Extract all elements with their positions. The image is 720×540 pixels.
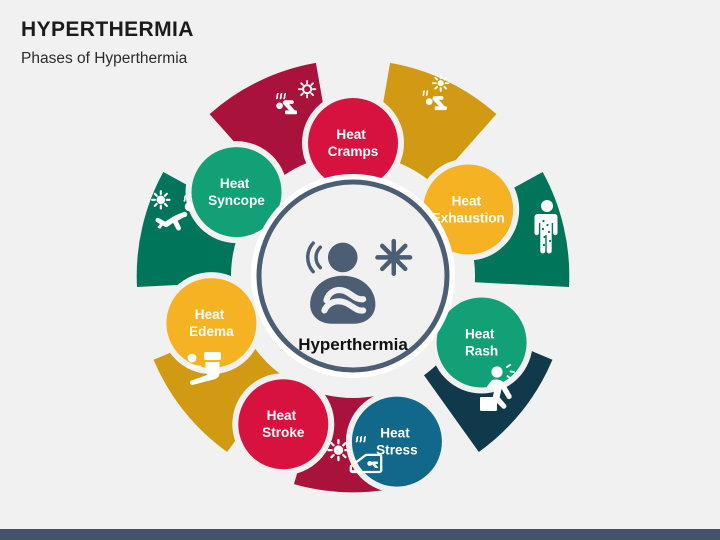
- bubble-heat-cramps[interactable]: Heat Cramps: [302, 92, 404, 194]
- bottom-accent-bar: [0, 529, 720, 540]
- bubble-label-heat-cramps: Heat Cramps: [328, 127, 379, 159]
- swollen-leg-foot-icon: [186, 352, 221, 386]
- hub-label: Hyperthermia: [298, 335, 408, 354]
- standing-person-rash-icon: [534, 200, 558, 254]
- sun-person-fainting-icon: [151, 190, 194, 231]
- bubble-heat-edema[interactable]: Heat Edema: [160, 272, 263, 375]
- center-hub[interactable]: Hyperthermia: [251, 174, 455, 378]
- sun-person-collapsed-icon: [327, 435, 383, 474]
- wheel-bubbles: Heat Cramps Heat Exhaustion: [160, 92, 533, 493]
- page-subtitle: Phases of Hyperthermia: [21, 50, 188, 67]
- bubble-heat-stroke[interactable]: Heat Stroke: [232, 373, 335, 476]
- person-heat-sun-icon: [306, 238, 413, 324]
- bubble-label-heat-stress: Heat Stress: [376, 426, 418, 458]
- hyperthermia-wheel-diagram: Heat Cramps Heat Exhaustion: [128, 56, 578, 496]
- bubble-label-heat-edema: Heat Edema: [189, 307, 234, 339]
- bubble-label-heat-exhaustion: Heat Exhaustion: [432, 194, 505, 226]
- hub-ring: [256, 179, 450, 373]
- sun-person-exhausted-icon: [422, 74, 450, 111]
- sun-person-cramp-icon: [275, 80, 317, 115]
- bubble-label-heat-stroke: Heat Stroke: [262, 408, 305, 440]
- person-sitting-box-icon: [480, 364, 515, 411]
- bubble-heat-syncope[interactable]: Heat Syncope: [185, 141, 288, 244]
- bubble-label-heat-syncope: Heat Syncope: [208, 176, 265, 208]
- bubble-heat-rash[interactable]: Heat Rash: [430, 291, 533, 394]
- page-title: HYPERTHERMIA: [21, 18, 194, 41]
- bubble-label-heat-rash: Heat Rash: [465, 327, 498, 359]
